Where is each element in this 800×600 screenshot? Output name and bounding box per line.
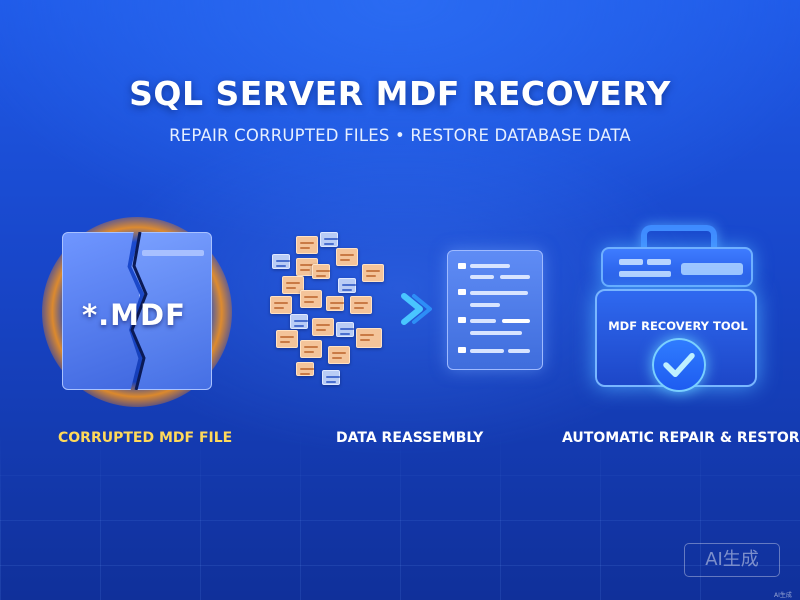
checkmark-icon — [652, 338, 706, 392]
data-fragment — [270, 296, 292, 314]
file-left-half — [62, 232, 140, 390]
page-subtitle: REPAIR CORRUPTED FILES • RESTORE DATABAS… — [169, 126, 631, 145]
data-fragment — [312, 318, 334, 336]
toolbox-body: MDF RECOVERY TOOL — [595, 289, 757, 392]
ai-generated-small-mark: AI生成 — [774, 592, 792, 599]
data-fragment — [300, 290, 322, 308]
step-1-caption: CORRUPTED MDF FILE — [58, 430, 233, 446]
crack-line-icon — [130, 232, 148, 390]
data-fragment — [338, 278, 356, 293]
file-extension-label: *.MDF — [82, 298, 186, 332]
data-fragment — [362, 264, 384, 282]
data-fragment — [312, 264, 330, 279]
data-fragment — [350, 296, 372, 314]
data-fragment — [282, 276, 304, 294]
broken-file-icon: *.MDF — [62, 232, 212, 390]
data-fragment — [296, 362, 314, 376]
data-fragment — [356, 328, 382, 348]
arrow-right-icon — [401, 293, 432, 325]
file-right-half — [131, 232, 212, 390]
file-header-bar — [142, 250, 204, 256]
data-fragment — [328, 346, 350, 364]
data-fragment — [290, 314, 308, 329]
data-fragment — [300, 340, 322, 358]
data-fragment — [272, 254, 290, 269]
toolbox-handle — [641, 225, 717, 253]
data-fragment — [322, 370, 340, 385]
tool-name-label: MDF RECOVERY TOOL — [608, 319, 748, 333]
data-fragment — [320, 232, 338, 247]
data-fragment — [296, 236, 318, 254]
page-title: SQL SERVER MDF RECOVERY — [129, 74, 671, 113]
data-fragment — [336, 248, 358, 266]
data-fragment — [336, 322, 354, 337]
step-2-caption: DATA REASSEMBLY — [336, 430, 484, 446]
floor-grid — [0, 430, 800, 600]
ai-generated-watermark: AI生成 — [684, 543, 780, 577]
data-fragment — [276, 330, 298, 348]
step-3-caption: AUTOMATIC REPAIR & RESTORE — [562, 430, 800, 446]
toolbox-lid — [601, 247, 753, 287]
data-fragment — [326, 296, 344, 311]
toolbox-icon: MDF RECOVERY TOOL — [595, 225, 757, 392]
reassembled-document-icon — [447, 250, 543, 370]
